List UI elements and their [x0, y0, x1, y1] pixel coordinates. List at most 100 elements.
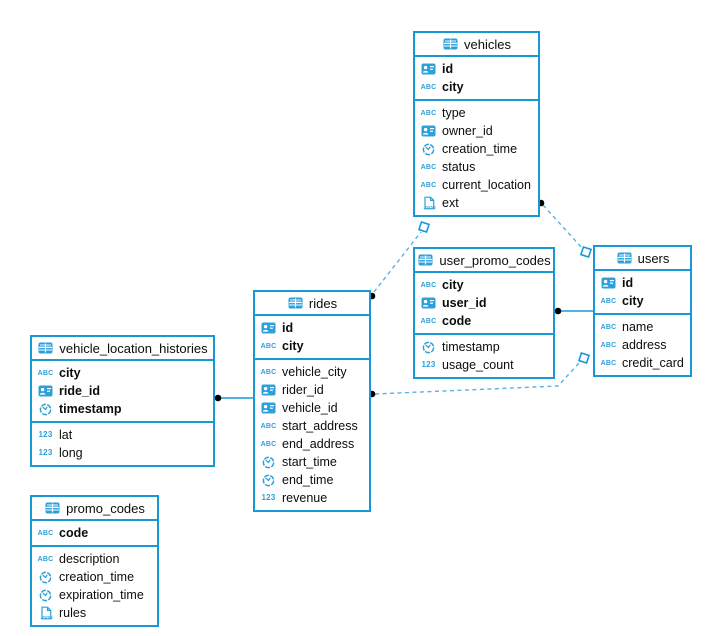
field-row[interactable]: end_time [255, 471, 369, 489]
abc-type-icon: ABC [37, 529, 54, 537]
relation-line-user_promo_codes-users[interactable] [554, 307, 593, 315]
clock-icon [420, 142, 437, 156]
field-row[interactable]: ABC code [32, 524, 157, 542]
field-row[interactable]: ABC type [415, 104, 538, 122]
table-icon [44, 501, 61, 515]
table-icon [616, 251, 633, 265]
field-name: id [442, 62, 454, 76]
primary-key-section: ABC city user_id ABC code [415, 273, 553, 335]
abc-type-icon: ABC [37, 555, 54, 563]
field-name: status [442, 160, 476, 174]
field-row[interactable]: ABC status [415, 158, 538, 176]
json-type-icon: JSON [37, 606, 54, 620]
field-name: city [442, 80, 464, 94]
id-card-icon [420, 62, 437, 76]
field-row[interactable]: start_time [255, 453, 369, 471]
field-row[interactable]: expiration_time [32, 586, 157, 604]
field-row[interactable]: ABC address [595, 336, 690, 354]
field-name: long [59, 446, 83, 460]
field-row[interactable]: owner_id [415, 122, 538, 140]
field-row[interactable]: ABC vehicle_city [255, 363, 369, 381]
field-name: city [59, 366, 81, 380]
table-rides[interactable]: rides id ABC city ABC vehicle_city rider… [253, 290, 371, 512]
field-row[interactable]: id [595, 274, 690, 292]
field-row[interactable]: ABC city [32, 364, 213, 382]
primary-key-section: id ABC city [595, 271, 690, 315]
table-header[interactable]: rides [255, 292, 369, 316]
field-row[interactable]: creation_time [32, 568, 157, 586]
number-type-icon: 123 [38, 448, 53, 457]
json-type-icon: JSON [420, 196, 437, 210]
field-name: revenue [282, 491, 328, 505]
abc-type-icon: ABC [260, 368, 277, 376]
field-row[interactable]: ABC start_address [255, 417, 369, 435]
field-row[interactable]: JSON rules [32, 604, 157, 622]
field-row[interactable]: ABC credit_card [595, 354, 690, 372]
field-row[interactable]: timestamp [32, 400, 213, 418]
field-name: city [282, 339, 304, 353]
field-row[interactable]: timestamp [415, 338, 553, 356]
clock-icon [37, 570, 54, 584]
field-row[interactable]: rider_id [255, 381, 369, 399]
number-type-icon: 123 [421, 360, 436, 369]
field-row[interactable]: JSON ext [415, 194, 538, 212]
fields-section: ABC description creation_time expiration… [32, 547, 157, 625]
table-user_promo_codes[interactable]: user_promo_codes ABC city user_id ABC co… [413, 247, 555, 379]
clock-icon [37, 588, 54, 602]
field-row[interactable]: 123 lat [32, 426, 213, 444]
relation-endpoint-diamond [417, 220, 431, 234]
field-row[interactable]: vehicle_id [255, 399, 369, 417]
field-row[interactable]: ABC description [32, 550, 157, 568]
field-row[interactable]: 123 usage_count [415, 356, 553, 374]
field-row[interactable]: ABC city [595, 292, 690, 310]
field-name: vehicle_city [282, 365, 347, 379]
field-name: city [442, 278, 464, 292]
field-row[interactable]: ABC city [415, 78, 538, 96]
table-name: user_promo_codes [439, 252, 551, 268]
abc-type-icon: ABC [600, 359, 617, 367]
field-name: rules [59, 606, 87, 620]
abc-type-icon: ABC [600, 341, 617, 349]
field-row[interactable]: ABC city [415, 276, 553, 294]
number-type-icon: 123 [261, 493, 276, 502]
field-row[interactable]: ABC name [595, 318, 690, 336]
field-row[interactable]: 123 long [32, 444, 213, 462]
table-header[interactable]: promo_codes [32, 497, 157, 521]
field-name: ext [442, 196, 459, 210]
field-row[interactable]: user_id [415, 294, 553, 312]
table-vehicle_location_histories[interactable]: vehicle_location_histories ABC city ride… [30, 335, 215, 467]
table-header[interactable]: users [595, 247, 690, 271]
table-header[interactable]: vehicle_location_histories [32, 337, 213, 361]
field-row[interactable]: creation_time [415, 140, 538, 158]
field-row[interactable]: ride_id [32, 382, 213, 400]
table-users[interactable]: users id ABC city ABC name ABC address A… [593, 245, 692, 377]
field-name: rider_id [282, 383, 324, 397]
abc-type-icon: ABC [420, 83, 437, 91]
field-row[interactable]: 123 revenue [255, 489, 369, 507]
field-row[interactable]: id [415, 60, 538, 78]
field-row[interactable]: id [255, 319, 369, 337]
table-name: rides [308, 295, 338, 311]
field-row[interactable]: ABC city [255, 337, 369, 355]
table-promo_codes[interactable]: promo_codes ABC code ABC description cre… [30, 495, 159, 627]
primary-key-section: id ABC city [415, 57, 538, 101]
table-header[interactable]: user_promo_codes [415, 249, 553, 273]
field-name: type [442, 106, 466, 120]
table-name: users [637, 250, 670, 266]
field-name: user_id [442, 296, 487, 310]
fields-section: ABC vehicle_city rider_id vehicle_id ABC… [255, 360, 369, 510]
field-row[interactable]: ABC current_location [415, 176, 538, 194]
field-row[interactable]: ABC end_address [255, 435, 369, 453]
relation-endpoint-diamond [577, 351, 591, 365]
table-header[interactable]: vehicles [415, 33, 538, 57]
abc-type-icon: ABC [420, 109, 437, 117]
id-card-icon [260, 401, 277, 415]
field-name: vehicle_id [282, 401, 338, 415]
table-name: promo_codes [66, 500, 145, 516]
field-row[interactable]: ABC code [415, 312, 553, 330]
table-vehicles[interactable]: vehicles id ABC city ABC type owner_id c… [413, 31, 540, 217]
id-card-icon [260, 383, 277, 397]
relation-line-vehicle_location_histories-rides[interactable] [214, 394, 253, 402]
field-name: id [622, 276, 634, 290]
abc-type-icon: ABC [260, 342, 277, 350]
